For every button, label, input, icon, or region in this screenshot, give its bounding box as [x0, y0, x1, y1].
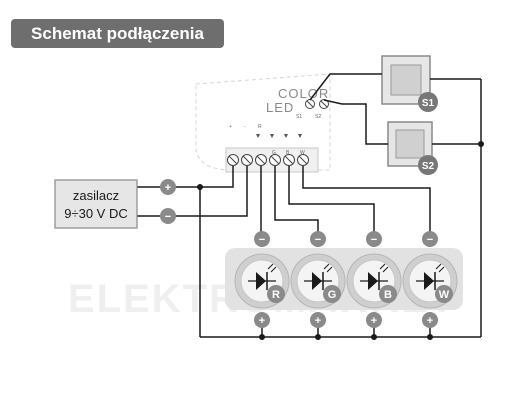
switch-s2-label: S2 — [422, 161, 435, 172]
led-r-plus-node — [254, 312, 270, 328]
module-outline — [195, 73, 331, 171]
module-s1-label: S1 — [296, 114, 302, 120]
led-r-minus-symbol: − — [259, 234, 265, 246]
led-r-plus-symbol: + — [259, 315, 265, 327]
led-w-badge — [435, 285, 453, 303]
led-g-badge — [323, 285, 341, 303]
psu-minus-node — [160, 208, 176, 224]
psu-plus-symbol: + — [165, 182, 171, 194]
led-g-channel: G — [328, 289, 337, 301]
wires — [136, 73, 482, 338]
led-g-minus-node — [310, 231, 326, 247]
led-b-minus-node — [366, 231, 382, 247]
led-r-badge — [267, 285, 285, 303]
terminal-label-w: W — [300, 150, 305, 156]
switch-s2-badge — [418, 155, 438, 175]
switch-s1-badge — [418, 92, 438, 112]
terminal-label-minus: - — [244, 124, 246, 130]
power-supply-box — [54, 179, 138, 229]
led-g-minus-symbol: − — [315, 234, 321, 246]
junction-nodes — [197, 141, 484, 340]
led-b-plus-symbol: + — [371, 315, 377, 327]
led-w — [402, 253, 458, 309]
terminal-label-plus: + — [229, 124, 232, 130]
led-b-badge — [379, 285, 397, 303]
terminal-label-b: B — [286, 150, 290, 156]
page-title: Schemat podłączenia — [11, 19, 224, 48]
psu-minus-symbol: − — [165, 211, 171, 223]
led-r-channel: R — [272, 289, 280, 301]
module-brand-line2: LED — [266, 100, 294, 115]
terminal-label-g: G — [272, 150, 276, 156]
module-s2-label: S2 — [315, 114, 321, 120]
led-b-minus-symbol: − — [371, 234, 377, 246]
led-w-channel: W — [439, 289, 450, 301]
led-g-plus-node — [310, 312, 326, 328]
led-r-minus-node — [254, 231, 270, 247]
terminal-label-r: R — [258, 124, 262, 130]
led-g-plus-symbol: + — [315, 315, 321, 327]
led-w-plus-node — [422, 312, 438, 328]
led-w-minus-node — [422, 231, 438, 247]
led-b-channel: B — [384, 289, 392, 301]
power-supply-line1: zasilacz — [73, 188, 119, 203]
led-w-minus-symbol: − — [427, 234, 433, 246]
led-w-plus-symbol: + — [427, 315, 433, 327]
psu-plus-node — [160, 179, 176, 195]
module-brand-line1: COLOR — [278, 86, 329, 101]
terminal-screws — [227, 154, 309, 166]
led-b-plus-node — [366, 312, 382, 328]
switch-s1-label: S1 — [422, 98, 435, 109]
power-supply-line2: 9÷30 V DC — [64, 206, 128, 221]
switch-s1 — [381, 55, 431, 105]
